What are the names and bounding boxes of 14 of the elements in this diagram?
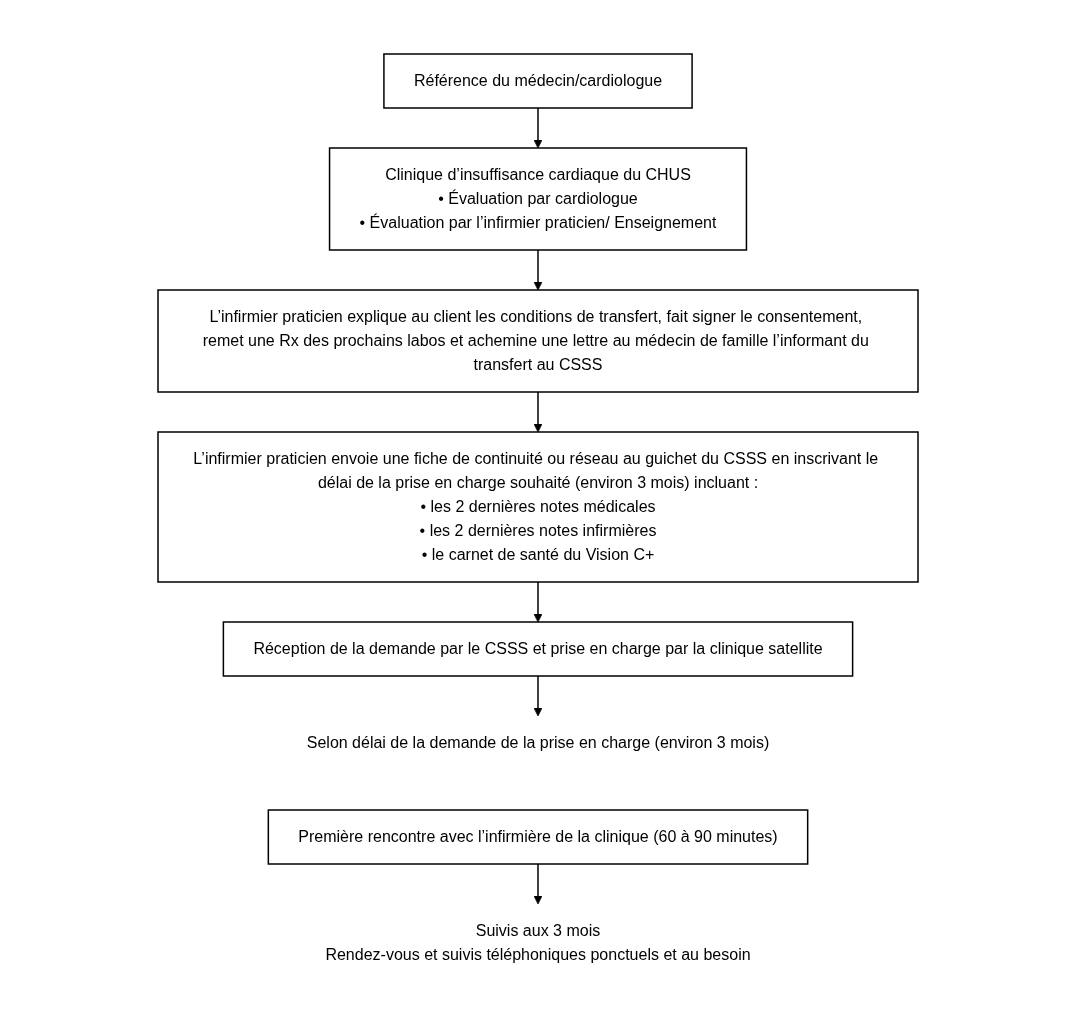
node-box: Réception de la demande par le CSSS et prise en charge par la clinique satellite <box>222 620 854 677</box>
node-text: Selon délai de la demande de la prise en charge (environ 3 mois) <box>306 733 770 751</box>
arrow <box>533 674 543 716</box>
arrow <box>533 248 543 290</box>
arrow <box>533 580 543 622</box>
node-box: L’infirmier praticien explique au client les conditions de transfert, fait signer le consentement, remet une Rx des prochains labos et achemine une lettre au médecin de famille l’informant du transfert au CSSS <box>157 288 919 393</box>
node-box: Clinique d’insuffisance cardiaque du CHUS • Évaluation par cardiologue • Évaluation par l’infirmier praticien/ Enseignement <box>328 146 748 251</box>
arrow <box>533 390 543 432</box>
arrow <box>533 862 543 904</box>
node-box: Référence du médecin/cardiologue <box>383 52 693 109</box>
node-text: Suivis aux 3 mois Rendez-vous et suivis téléphoniques ponctuels et au besoin <box>325 921 751 963</box>
node-box: Première rencontre avec l’infirmière de la clinique (60 à 90 minutes) <box>267 808 809 865</box>
arrow <box>533 106 543 148</box>
node-box: L’infirmier praticien envoie une fiche de continuité ou réseau au guichet du CSSS en inscrivant le délai de la prise en charge souhaité (environ 3 mois) incluant : • les 2 dernières notes médicales • les 2 dernières notes infirmières • le carnet de santé du Vision C+ <box>157 430 919 583</box>
